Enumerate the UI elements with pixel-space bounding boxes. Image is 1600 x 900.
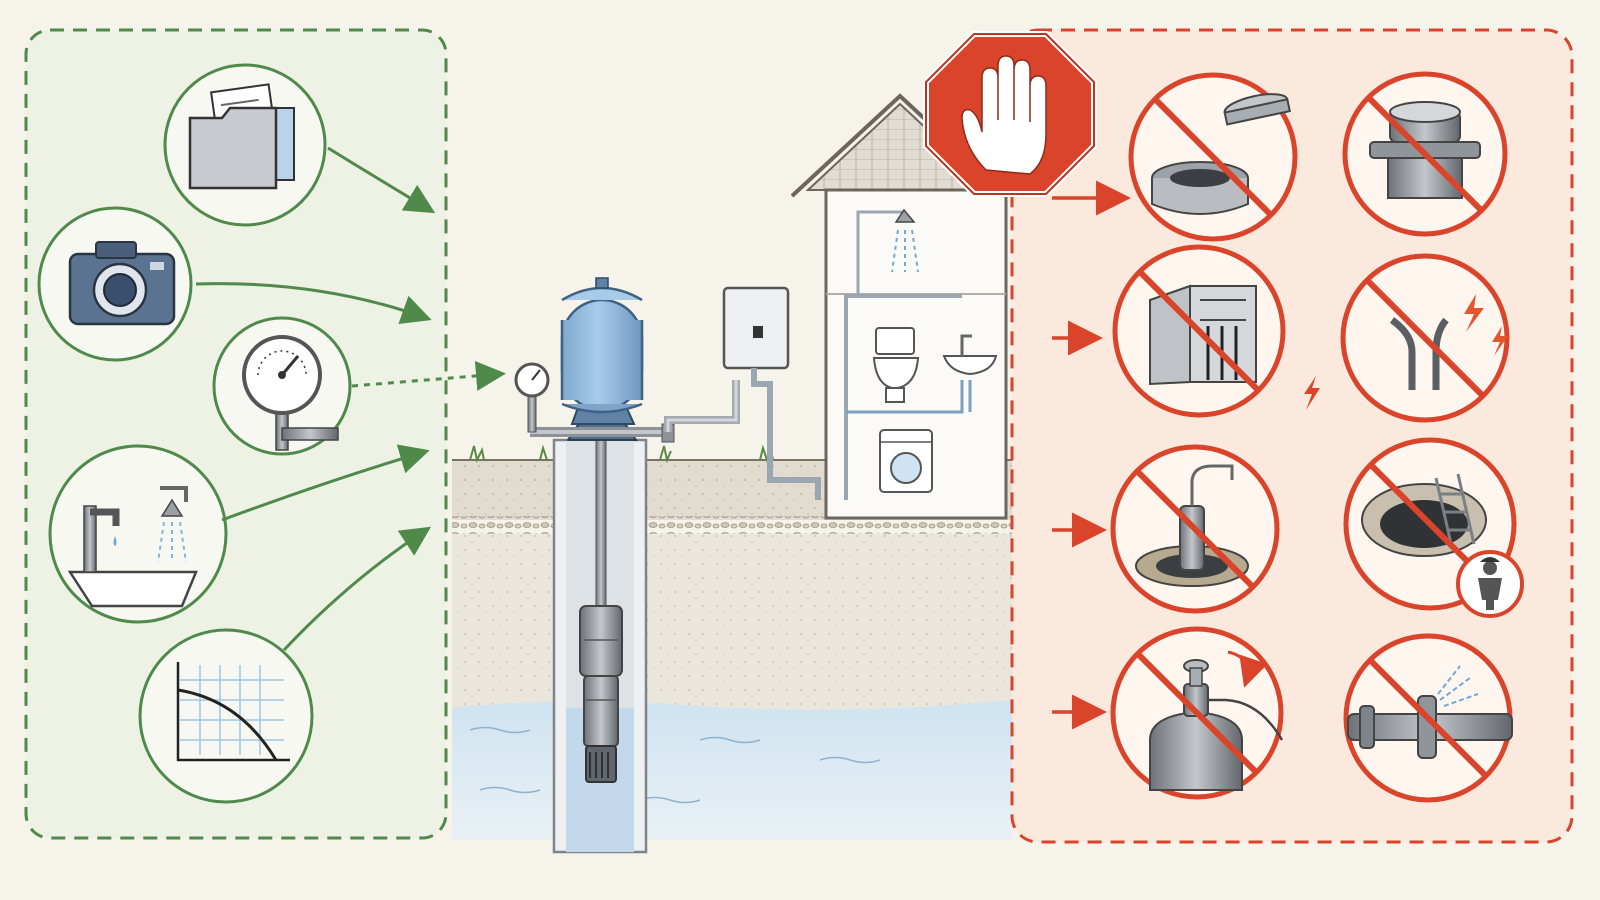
stop-hand-icon xyxy=(961,55,1047,175)
forbidden-enter-well-pit xyxy=(1343,437,1524,618)
forbidden-actions-panel xyxy=(1010,28,1574,844)
submersible-pump xyxy=(579,605,623,783)
groundwater xyxy=(452,700,1012,840)
washing-machine xyxy=(879,429,933,493)
check-pump-curve xyxy=(138,628,314,804)
sink xyxy=(942,334,998,412)
camera-icon xyxy=(68,241,176,326)
pressure-switch-box xyxy=(722,286,790,370)
forbidden-touch-live-wires xyxy=(1340,253,1510,423)
faucet-shower-icon xyxy=(67,486,198,608)
well-system-scene xyxy=(452,277,1012,854)
shower xyxy=(891,208,919,273)
check-documents xyxy=(163,63,327,227)
forbidden-pull-pump xyxy=(1110,444,1280,614)
pressure-gauge-icon xyxy=(242,335,339,451)
pressure-tank xyxy=(560,277,644,425)
check-fixtures-flow xyxy=(48,444,228,624)
forbidden-adjust-tank-pressure xyxy=(1110,626,1284,800)
folder-documents-icon xyxy=(188,83,295,190)
stop-sign xyxy=(923,31,1097,197)
forbidden-open-well-cap xyxy=(1128,72,1298,242)
forbidden-break-pipe-fitting xyxy=(1343,633,1513,803)
check-pressure-reading xyxy=(212,316,352,456)
pressure-gauge xyxy=(514,362,550,433)
check-photos xyxy=(37,206,193,362)
worker-warning-badge xyxy=(1456,550,1524,618)
forbidden-open-electrical-panel xyxy=(1112,244,1320,418)
toilet xyxy=(872,327,920,403)
performance-curve-chart-icon xyxy=(176,662,290,762)
allowed-checks-panel xyxy=(24,28,506,840)
forbidden-remove-sanitary-seal xyxy=(1342,71,1508,237)
